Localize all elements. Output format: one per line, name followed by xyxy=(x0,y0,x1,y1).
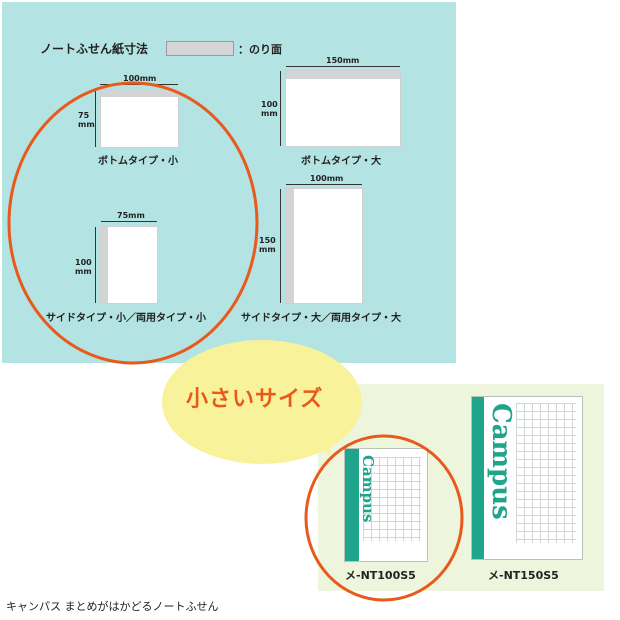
small-size-highlight-ring xyxy=(7,81,259,365)
side-large-width-label: 100mm xyxy=(310,174,344,183)
product-large-logo: Campus xyxy=(486,403,516,520)
side-small-width-label: 75mm xyxy=(117,211,145,220)
side-large-caption: サイドタイプ・大／両用タイプ・大 xyxy=(241,313,401,324)
side-small-width-arrow xyxy=(101,221,157,222)
bottom-large-sheet xyxy=(286,71,400,146)
product-small-grid xyxy=(363,457,421,541)
product-small-logo: Campus xyxy=(359,455,377,523)
product-large-model: メ-NT150S5 xyxy=(488,569,559,582)
callout-text: 小さいサイズ xyxy=(186,387,324,412)
callout-bubble xyxy=(162,340,362,464)
bottom-large-glue-strip xyxy=(286,71,400,79)
product-small-spine xyxy=(345,449,359,561)
product-large-pad: Campus xyxy=(472,397,582,559)
side-large-width-arrow xyxy=(286,184,362,185)
footer-caption: キャンパス まとめがはかどるノートふせん xyxy=(6,600,219,613)
side-large-height-arrow xyxy=(280,189,281,303)
glue-area-legend-label: ：のり面 xyxy=(238,43,282,56)
bottom-small-caption: ボトムタイプ・小 xyxy=(98,156,178,167)
bottom-small-glue-strip xyxy=(101,90,178,97)
bottom-large-width-label: 150mm xyxy=(326,56,360,65)
product-large-grid xyxy=(516,403,576,543)
bottom-large-height-arrow xyxy=(280,71,281,146)
size-chart-panel xyxy=(2,2,456,363)
bottom-small-height-arrow xyxy=(95,90,96,147)
product-small-pad: Campus xyxy=(345,449,427,561)
bottom-large-caption: ボトムタイプ・大 xyxy=(301,156,381,167)
side-large-glue-strip xyxy=(286,189,294,303)
small-product-highlight-ring xyxy=(304,434,464,602)
side-small-glue-strip xyxy=(101,227,108,303)
size-chart-title: ノートふせん紙寸法 xyxy=(40,42,149,56)
side-small-sheet xyxy=(101,227,157,303)
side-small-height-arrow xyxy=(95,227,96,303)
product-large-spine xyxy=(472,397,484,559)
bottom-large-width-arrow xyxy=(286,66,400,67)
side-small-caption: サイドタイプ・小／両用タイプ・小 xyxy=(46,313,206,324)
bottom-small-width-label: 100mm xyxy=(123,74,157,83)
bottom-small-sheet xyxy=(101,90,178,147)
product-small-model: メ-NT100S5 xyxy=(345,569,416,582)
glue-area-swatch xyxy=(166,41,234,56)
side-large-sheet xyxy=(286,189,362,303)
